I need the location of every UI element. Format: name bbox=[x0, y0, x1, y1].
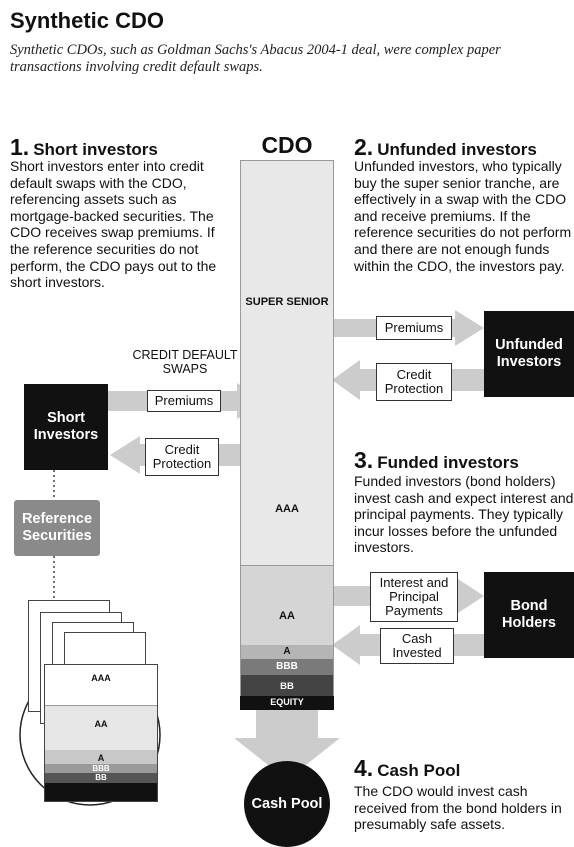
section-4-text: The CDO would invest cash received from … bbox=[354, 783, 562, 833]
down-arrow bbox=[234, 710, 340, 780]
reference-securities-box: Reference Securities bbox=[14, 500, 100, 556]
section-1-text: Short investors enter into credit defaul… bbox=[10, 158, 217, 291]
page-subtitle: Synthetic CDOs, such as Goldman Sachs's … bbox=[10, 42, 501, 75]
tranche-a: A bbox=[240, 645, 334, 659]
bond-holders-box: Bond Holders bbox=[484, 572, 574, 658]
section-3-text: Funded investors (bond holders) invest c… bbox=[354, 473, 574, 556]
section-1-heading: 1.Short investors bbox=[10, 134, 158, 160]
section-2-heading: 2.Unfunded investors bbox=[354, 134, 537, 160]
credit-protection-right-label: Credit Protection bbox=[376, 363, 452, 401]
stack-tranche-aa: AA bbox=[45, 705, 157, 750]
credit-default-swaps-label: CREDIT DEFAULT SWAPS bbox=[132, 348, 238, 376]
interest-payments-label: Interest and Principal Payments bbox=[370, 572, 458, 622]
cdo-label: CDO bbox=[261, 132, 313, 158]
stack-tranche-bb: BB bbox=[45, 773, 157, 783]
tranche-aaa: AAA bbox=[240, 443, 334, 565]
tranche-super-senior: SUPER SENIOR bbox=[240, 160, 334, 443]
short-investors-box: Short Investors bbox=[24, 384, 108, 470]
stack-tranche-equity bbox=[45, 783, 157, 801]
stack-tranche-a: A bbox=[45, 750, 157, 764]
tranche-bbb: BBB bbox=[240, 659, 334, 675]
tranche-bb: BB bbox=[240, 675, 334, 696]
section-2-text: Unfunded investors, who typically buy th… bbox=[354, 158, 572, 274]
cash-invested-label: Cash Invested bbox=[380, 628, 454, 664]
premiums-left-label: Premiums bbox=[147, 390, 221, 412]
cash-pool-circle: Cash Pool bbox=[244, 761, 330, 847]
section-4-heading: 4.Cash Pool bbox=[354, 755, 461, 781]
section-3-heading: 3.Funded investors bbox=[354, 447, 519, 473]
credit-protection-left-label: Credit Protection bbox=[145, 438, 219, 476]
unfunded-investors-box: Unfunded Investors bbox=[484, 311, 574, 397]
page-title: Synthetic CDO bbox=[10, 8, 165, 33]
security-card-front: AAA AA A BBB BB bbox=[44, 664, 158, 802]
premiums-right-label: Premiums bbox=[376, 316, 452, 340]
stack-tranche-aaa: AAA bbox=[45, 665, 157, 705]
stack-tranche-bbb: BBB bbox=[45, 764, 157, 773]
tranche-aa: AA bbox=[240, 565, 334, 645]
tranche-equity: EQUITY bbox=[240, 696, 334, 710]
